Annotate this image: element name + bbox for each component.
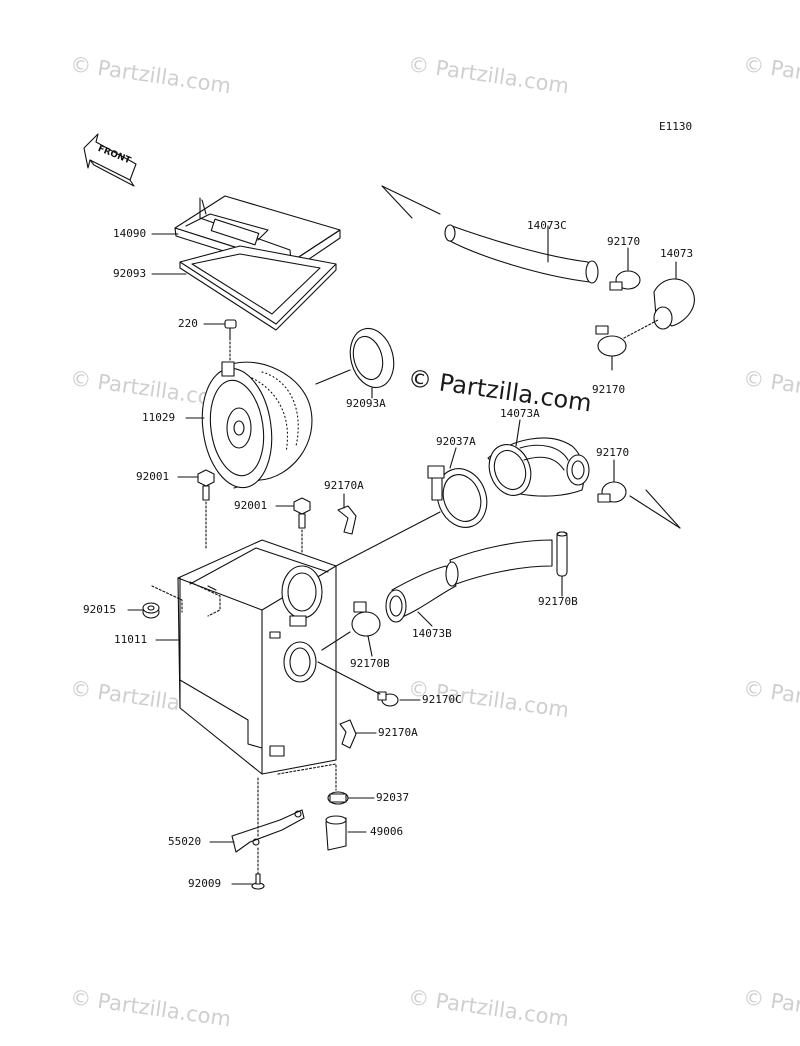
- part-callout[interactable]: 92170: [596, 446, 630, 459]
- clip-part: [339, 719, 357, 749]
- air-filter-element-part: [201, 361, 313, 489]
- drain-plug-part: [556, 531, 568, 577]
- clip-part: [337, 505, 357, 535]
- hose-clamp-part: [351, 601, 381, 637]
- intake-tube-part: [385, 539, 553, 623]
- hose-clamp-part: [595, 325, 627, 357]
- part-callout[interactable]: 14073A: [500, 407, 540, 420]
- part-callout[interactable]: 92170C: [422, 693, 462, 706]
- elbow-duct-part: [487, 437, 590, 497]
- bolt-part: [293, 497, 311, 529]
- bracket-part: [231, 809, 305, 853]
- part-callout[interactable]: 55020: [168, 835, 202, 848]
- diagram-code: E1130: [659, 120, 693, 133]
- bolt-part: [197, 469, 215, 501]
- part-callout[interactable]: 92001: [136, 470, 170, 483]
- hose-clamp-part: [609, 270, 641, 291]
- hose-clamp-part: [597, 481, 627, 503]
- part-callout[interactable]: 14073: [660, 247, 694, 260]
- part-callout[interactable]: 11029: [142, 411, 176, 424]
- part-callout[interactable]: 14090: [113, 227, 147, 240]
- part-callout[interactable]: 92037: [376, 791, 410, 804]
- hose-clamp-part: [327, 791, 349, 805]
- part-callout[interactable]: 11011: [114, 633, 148, 646]
- screw-part: [224, 319, 237, 341]
- part-callout[interactable]: 92015: [83, 603, 117, 616]
- part-callout[interactable]: 14073B: [412, 627, 452, 640]
- screw-part: [251, 847, 265, 890]
- part-callout[interactable]: 220: [178, 317, 198, 330]
- hose-elbow-part: [653, 278, 695, 330]
- part-callout[interactable]: 92037A: [436, 435, 476, 448]
- part-callout[interactable]: 92170: [592, 383, 626, 396]
- seal-ring-part: [349, 327, 395, 389]
- intake-hose-part: [444, 224, 599, 284]
- gasket-part: [179, 245, 337, 331]
- part-callout[interactable]: 14073C: [527, 219, 567, 232]
- drain-hose-part: [325, 815, 347, 851]
- part-callout[interactable]: 92170A: [324, 479, 364, 492]
- air-box-part: [177, 539, 337, 775]
- hose-clamp-part: [427, 465, 488, 528]
- part-callout[interactable]: 92001: [234, 499, 268, 512]
- part-callout[interactable]: 92093A: [346, 397, 386, 410]
- part-callout[interactable]: 92170B: [350, 657, 390, 670]
- part-callout[interactable]: 92093: [113, 267, 147, 280]
- part-callout[interactable]: 92170A: [378, 726, 418, 739]
- hose-clamp-part: [377, 691, 399, 707]
- part-callout[interactable]: 92009: [188, 877, 222, 890]
- grommet-part: [142, 602, 160, 619]
- part-callout[interactable]: 92170B: [538, 595, 578, 608]
- part-callout[interactable]: 49006: [370, 825, 404, 838]
- part-callout[interactable]: 92170: [607, 235, 641, 248]
- front-arrow-icon: [83, 133, 137, 187]
